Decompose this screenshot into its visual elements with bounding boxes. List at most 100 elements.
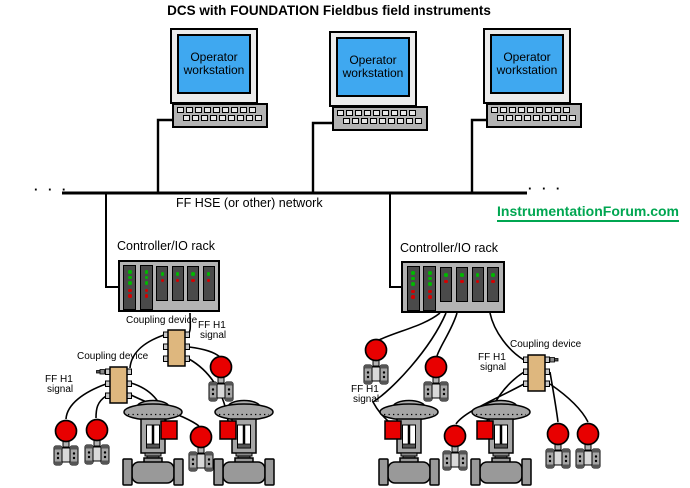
manifold-bar-cap bbox=[440, 382, 448, 386]
workstation-screen: Operator workstation bbox=[490, 34, 564, 94]
manifold-bar-cap bbox=[101, 445, 109, 449]
coupling-body bbox=[167, 329, 186, 367]
keyboard-key bbox=[491, 107, 498, 113]
stem-coupler bbox=[146, 443, 160, 449]
terminator-plug bbox=[99, 369, 105, 375]
bolt-dot bbox=[72, 456, 76, 460]
flange bbox=[122, 458, 133, 486]
keyboard-key bbox=[409, 110, 416, 116]
rack-drop-line bbox=[105, 193, 118, 288]
bolt-dot bbox=[87, 455, 91, 459]
actuator-diaphragm bbox=[214, 403, 274, 421]
manifold-bar-cap bbox=[576, 464, 584, 468]
red-led-indicator bbox=[444, 279, 448, 283]
green-led-indicator bbox=[428, 276, 432, 280]
bolt-dot bbox=[56, 452, 60, 455]
keyboard-key bbox=[249, 107, 256, 113]
manifold-bar-cap bbox=[364, 365, 372, 369]
red-led-indicator bbox=[175, 278, 180, 282]
io-card bbox=[156, 266, 169, 301]
bolt-dot bbox=[56, 456, 60, 460]
keyboard-row bbox=[497, 115, 580, 121]
bolt-dot bbox=[461, 461, 465, 465]
field-transmitter bbox=[84, 418, 110, 465]
red-led-indicator bbox=[491, 279, 495, 283]
signal-wire bbox=[95, 395, 107, 419]
bolt-dot bbox=[564, 459, 568, 463]
signal-text: signal bbox=[200, 330, 227, 341]
network-continuation-left: · · · bbox=[34, 182, 70, 197]
workstation-drop-line bbox=[156, 118, 172, 192]
green-led-indicator bbox=[428, 282, 432, 286]
coupling-device-label: Coupling device bbox=[510, 339, 582, 350]
manifold-bar-cap bbox=[209, 382, 217, 386]
network-label: FF HSE (or other) network bbox=[176, 196, 323, 210]
bolt-dot bbox=[103, 455, 107, 459]
io-card bbox=[187, 266, 200, 301]
manifold-bar-cap bbox=[209, 397, 217, 401]
green-led-indicator bbox=[128, 281, 132, 285]
red-led-indicator bbox=[428, 295, 432, 299]
green-led-indicator bbox=[428, 271, 432, 275]
keyboard-key bbox=[373, 110, 380, 116]
keyboard-key bbox=[222, 107, 229, 113]
green-led-indicator bbox=[144, 270, 149, 274]
keyboard-key bbox=[219, 115, 226, 121]
controller-io-rack bbox=[118, 260, 220, 312]
red-led-indicator bbox=[206, 278, 211, 282]
terminator-plug-cap bbox=[554, 358, 559, 362]
bolt-dot bbox=[211, 392, 215, 396]
io-card bbox=[202, 266, 215, 301]
field-transmitter bbox=[423, 355, 449, 402]
red-led-indicator bbox=[460, 279, 464, 283]
keyboard-key bbox=[361, 118, 368, 124]
workstation-drop-line bbox=[311, 121, 332, 192]
ff-h1-text: FF H1 bbox=[198, 320, 226, 331]
manifold-bar-cap bbox=[205, 452, 213, 456]
keyboard-key bbox=[210, 115, 217, 121]
network-lines bbox=[62, 118, 527, 288]
manifold-bar-cap bbox=[364, 380, 372, 384]
manifold-bar-cap bbox=[54, 446, 62, 450]
keyboard-key bbox=[563, 107, 570, 113]
keyboard-key bbox=[364, 110, 371, 116]
manifold-bar-cap bbox=[443, 451, 451, 455]
red-led-indicator bbox=[128, 294, 132, 298]
signal-wire bbox=[129, 334, 165, 369]
keyboard-key bbox=[382, 110, 389, 116]
keyboard-row bbox=[183, 115, 266, 121]
green-led-indicator bbox=[175, 272, 180, 276]
manifold-bar-cap bbox=[85, 460, 93, 464]
keyboard-key bbox=[177, 107, 184, 113]
io-card bbox=[406, 266, 420, 311]
red-led-indicator bbox=[144, 294, 149, 298]
flange bbox=[173, 458, 184, 486]
keyboard-key bbox=[527, 107, 534, 113]
green-led-indicator bbox=[144, 275, 149, 279]
flange bbox=[470, 458, 481, 486]
green-led-indicator bbox=[491, 273, 495, 277]
keyboard-key bbox=[551, 115, 558, 121]
manifold-bar-cap bbox=[424, 382, 432, 386]
green-led-indicator bbox=[475, 273, 480, 277]
io-card bbox=[423, 266, 437, 311]
keyboard-key bbox=[515, 115, 522, 121]
keyboard-key bbox=[506, 115, 513, 121]
bolt-dot bbox=[578, 459, 582, 463]
transmitter-head bbox=[424, 355, 448, 379]
keyboard-key bbox=[370, 118, 377, 124]
keyboard-key bbox=[497, 115, 504, 121]
coupling-body bbox=[109, 366, 128, 404]
keyboard-key bbox=[500, 107, 507, 113]
watermark-link[interactable]: InstrumentationForum.com bbox=[497, 203, 680, 222]
transmitter-head bbox=[85, 418, 109, 442]
control-valve bbox=[470, 399, 532, 486]
keyboard-key bbox=[192, 115, 199, 121]
keyboard-key bbox=[560, 115, 567, 121]
signal-wire bbox=[549, 371, 559, 423]
manifold-bar-cap bbox=[380, 380, 388, 384]
bolt-dot bbox=[578, 455, 582, 458]
